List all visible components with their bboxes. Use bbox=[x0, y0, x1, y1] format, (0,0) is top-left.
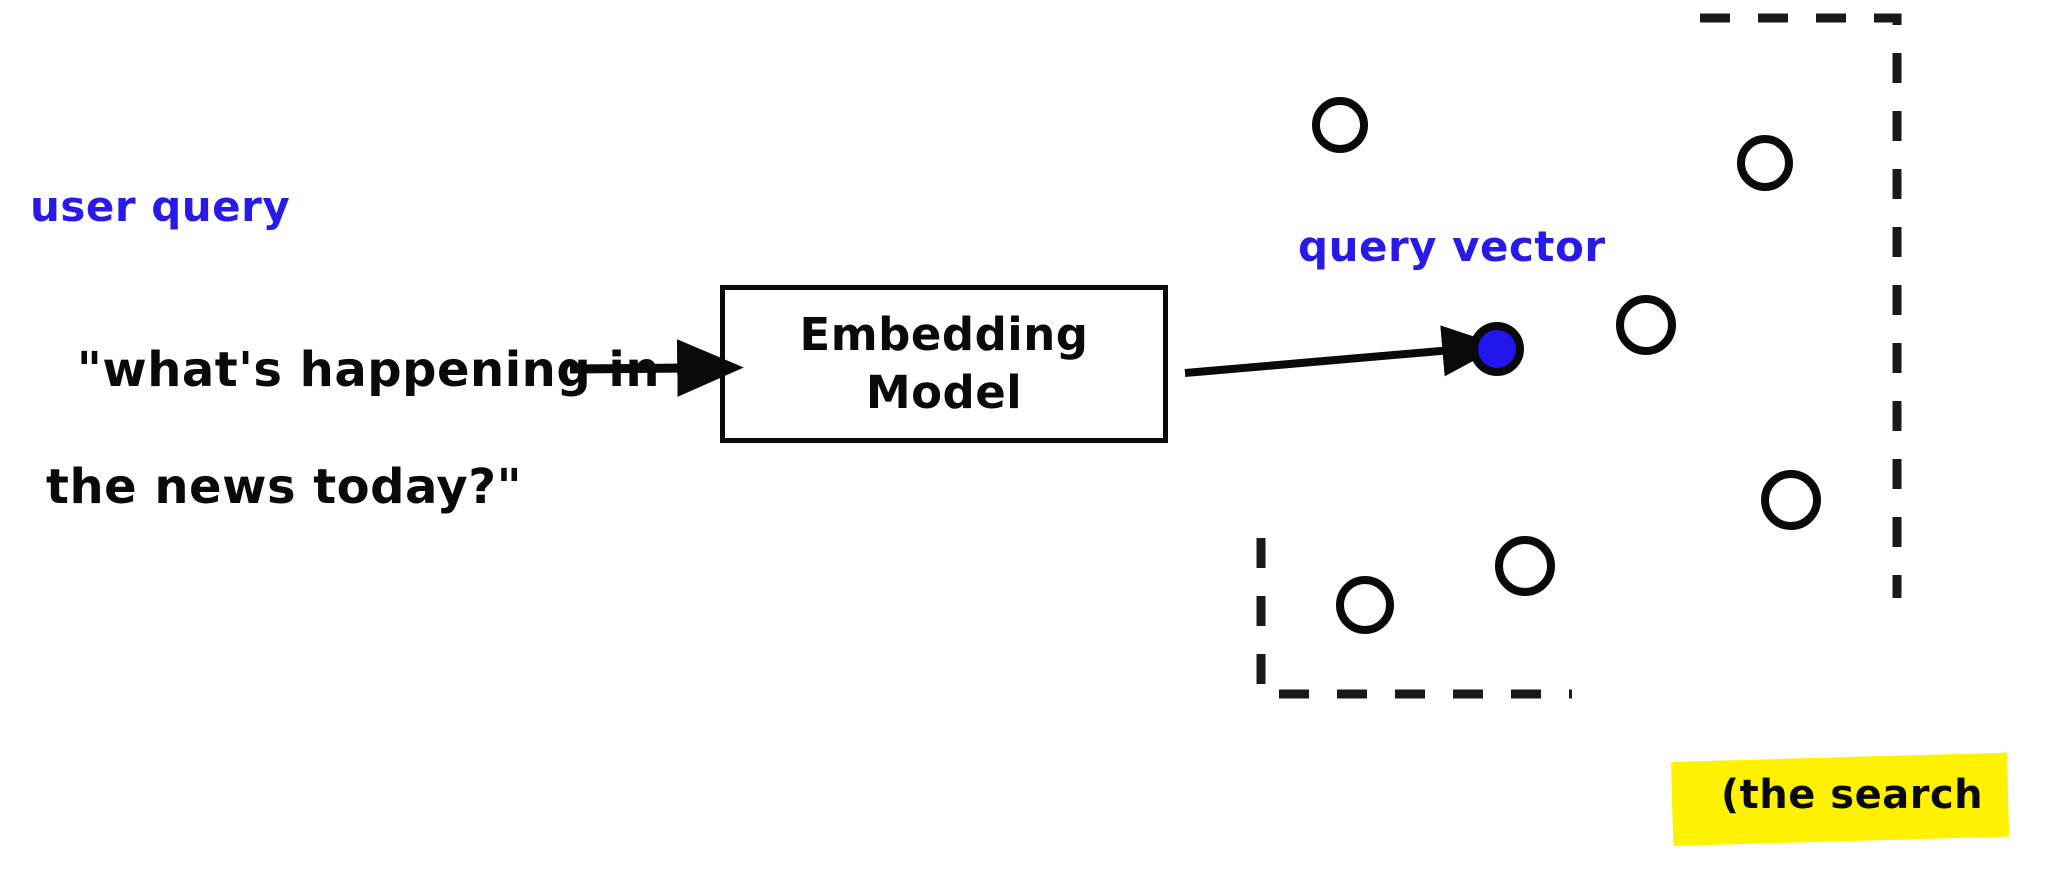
user-query-text-line-1: "what's happening in bbox=[76, 341, 661, 398]
document-point bbox=[1495, 536, 1555, 596]
user-query-text-line-2: the news today?" bbox=[46, 458, 523, 515]
search-space-boundary-bottom-left bbox=[1256, 538, 1572, 699]
document-point bbox=[1737, 135, 1793, 191]
search-space-caption: (the search space containing existing in… bbox=[1672, 660, 2032, 879]
document-point bbox=[1312, 97, 1368, 153]
embedding-model-label-line-2: Model bbox=[865, 366, 1023, 419]
caption-line-1: (the search bbox=[1720, 772, 1984, 818]
query-vector-label: query vector bbox=[1298, 222, 1606, 271]
user-query-label: user query bbox=[30, 182, 291, 231]
embedding-model-label-line-1: Embedding bbox=[799, 308, 1089, 362]
document-point bbox=[1616, 295, 1676, 355]
query-vector-point bbox=[1470, 322, 1524, 376]
document-point bbox=[1336, 576, 1394, 634]
user-query-text: "what's happening in the news today?" bbox=[8, 282, 660, 633]
document-point bbox=[1761, 470, 1821, 530]
arrow-model-to-vector bbox=[1184, 325, 1502, 377]
search-space-boundary-top-right bbox=[1700, 13, 1902, 598]
embedding-model-box: Embedding Model bbox=[720, 285, 1168, 443]
